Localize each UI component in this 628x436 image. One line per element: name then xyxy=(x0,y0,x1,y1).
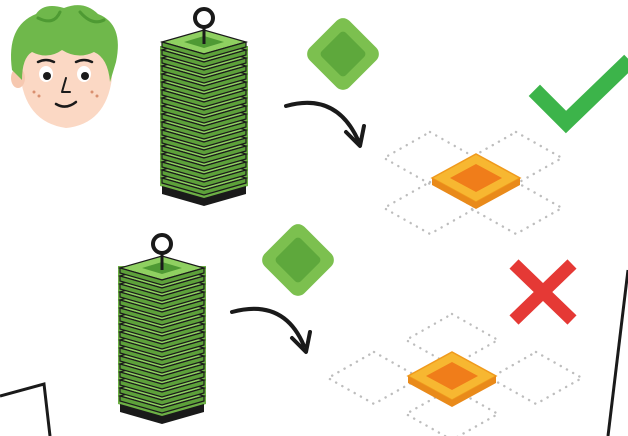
board-edge-right xyxy=(608,270,628,436)
green-checkmark-icon xyxy=(540,66,624,122)
board-edge-left xyxy=(0,384,50,436)
red-cross-icon xyxy=(514,264,572,320)
green-diamond-tile xyxy=(303,14,382,93)
curved-arrow xyxy=(232,309,310,352)
green-tile-stack-with-hook xyxy=(160,9,248,206)
green-tile-stack-with-hook xyxy=(118,235,206,424)
orange-tile-on-dotted-grid xyxy=(328,314,582,436)
green-diamond-tile xyxy=(258,220,337,299)
orange-tile-on-dotted-grid xyxy=(384,132,562,234)
curved-arrow xyxy=(286,103,364,146)
green-haired-boy-avatar xyxy=(11,5,118,128)
